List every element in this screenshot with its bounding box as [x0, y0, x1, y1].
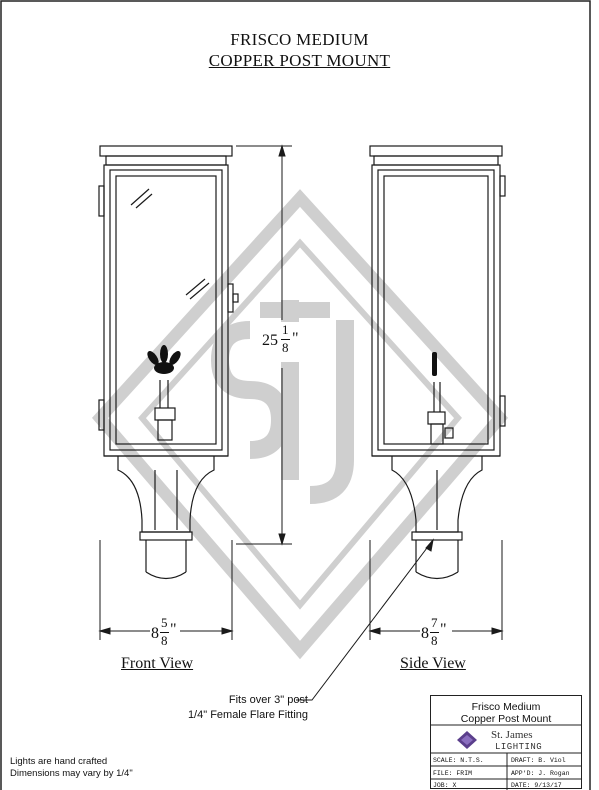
drawing-title-line2: COPPER POST MOUNT	[208, 51, 391, 70]
title-block-brand: St. James	[491, 729, 533, 741]
title-block-name-line2: Copper Post Mount	[460, 713, 552, 725]
front-width-dim-whole: 8	[151, 625, 159, 642]
fitting-leader-line	[296, 538, 434, 701]
title-block-date: DATE: 9/13/17	[511, 782, 562, 789]
stj-monogram-icon	[91, 189, 509, 660]
side-width-dim-fraction-bar	[430, 632, 439, 633]
front-width-dimension-label: 8 5 8 "	[151, 615, 181, 651]
dimension-variance-note: Dimensions may vary by 1/4"	[10, 768, 133, 779]
front-width-dim-denominator: 8	[161, 633, 168, 648]
title-block-name-line1: Frisco Medium	[471, 701, 541, 713]
title-block-job: JOB: X	[433, 782, 457, 789]
side-width-dim-denominator: 8	[431, 633, 438, 648]
title-block-scale: SCALE: N.T.S.	[433, 757, 484, 764]
flare-fitting-note: 1/4" Female Flare Fitting	[187, 709, 308, 721]
front-width-dim-numerator: 5	[161, 615, 168, 630]
title-block-draft: DRAFT: B. Viol	[511, 757, 566, 764]
height-dimension-line	[236, 144, 292, 546]
height-dim-fraction-bar	[281, 339, 290, 340]
side-burner-flame-icon	[432, 352, 437, 376]
front-width-dim-unit: "	[170, 621, 177, 638]
height-dim-numerator: 1	[282, 322, 289, 337]
side-width-dim-unit: "	[440, 621, 447, 638]
post-fit-note: Fits over 3" post	[228, 694, 308, 706]
hand-crafted-note: Lights are hand crafted	[10, 756, 108, 767]
height-dimension-label: 25 1 8 "	[262, 322, 310, 362]
side-width-dim-whole: 8	[421, 625, 429, 642]
side-width-dim-numerator: 7	[431, 615, 438, 630]
diamond-logo-icon	[457, 731, 477, 749]
side-view-label: Side View	[400, 655, 466, 672]
title-block-file: FILE: FRIM	[433, 770, 473, 777]
front-width-dim-fraction-bar	[160, 632, 169, 633]
height-dim-whole: 25	[262, 332, 278, 349]
front-width-dimension-line	[98, 540, 234, 640]
front-burner-flame-icon	[147, 345, 181, 374]
title-block: Frisco Medium Copper Post Mount St. Jame…	[430, 695, 582, 789]
side-view-drawing	[369, 145, 506, 580]
front-view-drawing	[98, 145, 239, 580]
title-block-brand-sub: LIGHTING	[495, 742, 543, 752]
side-width-dimension-label: 8 7 8 "	[421, 615, 451, 651]
title-block-approved: APP'D: J. Rogan	[511, 770, 570, 777]
drawing-title-line1: FRISCO MEDIUM	[230, 30, 369, 49]
title-block-lines	[430, 724, 582, 790]
height-dim-unit: "	[292, 330, 299, 347]
front-view-label: Front View	[121, 655, 194, 672]
height-dim-denominator: 8	[282, 340, 289, 355]
